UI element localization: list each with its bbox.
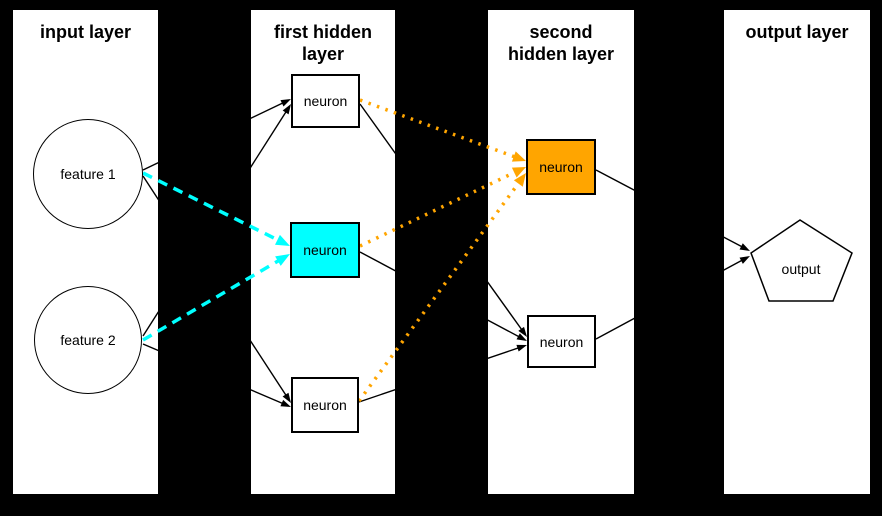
pentagon-outline	[750, 219, 853, 302]
node-hidden1-neuron-2: neuron	[290, 222, 360, 278]
panel-title-line: input layer	[39, 22, 132, 42]
panel-title-line: hidden layer	[507, 44, 615, 64]
node-feature-1: feature 1	[33, 119, 143, 229]
node-hidden2-neuron-1: neuron	[526, 139, 596, 195]
node-label: neuron	[539, 333, 584, 350]
node-label: output	[781, 261, 821, 277]
node-label: neuron	[303, 397, 347, 413]
node-hidden1-neuron-3: neuron	[291, 377, 359, 433]
node-output: output	[745, 215, 857, 306]
panel-second-hidden-layer: second hidden layer	[488, 10, 634, 494]
panel-title-line: second	[529, 22, 593, 42]
node-label: neuron	[539, 159, 583, 175]
panel-title-line: output layer	[745, 22, 849, 42]
panel-title-line: layer	[301, 44, 345, 64]
node-label: neuron	[303, 242, 347, 258]
panel-title: input layer	[13, 21, 158, 43]
node-hidden2-neuron-2: neuron	[527, 315, 596, 368]
node-label: feature 1	[60, 166, 116, 182]
panel-title: second hidden layer	[488, 21, 634, 65]
node-feature-2: feature 2	[34, 286, 142, 394]
panel-input-layer: input layer	[13, 10, 158, 494]
node-label: feature 2	[60, 332, 116, 348]
node-hidden1-neuron-1: neuron	[291, 74, 360, 128]
panel-title: output layer	[724, 21, 870, 43]
panel-title-line: first hidden	[274, 22, 372, 42]
node-label: neuron	[303, 93, 348, 109]
panel-title: first hidden layer	[251, 21, 395, 65]
pentagon-shape	[750, 219, 853, 302]
